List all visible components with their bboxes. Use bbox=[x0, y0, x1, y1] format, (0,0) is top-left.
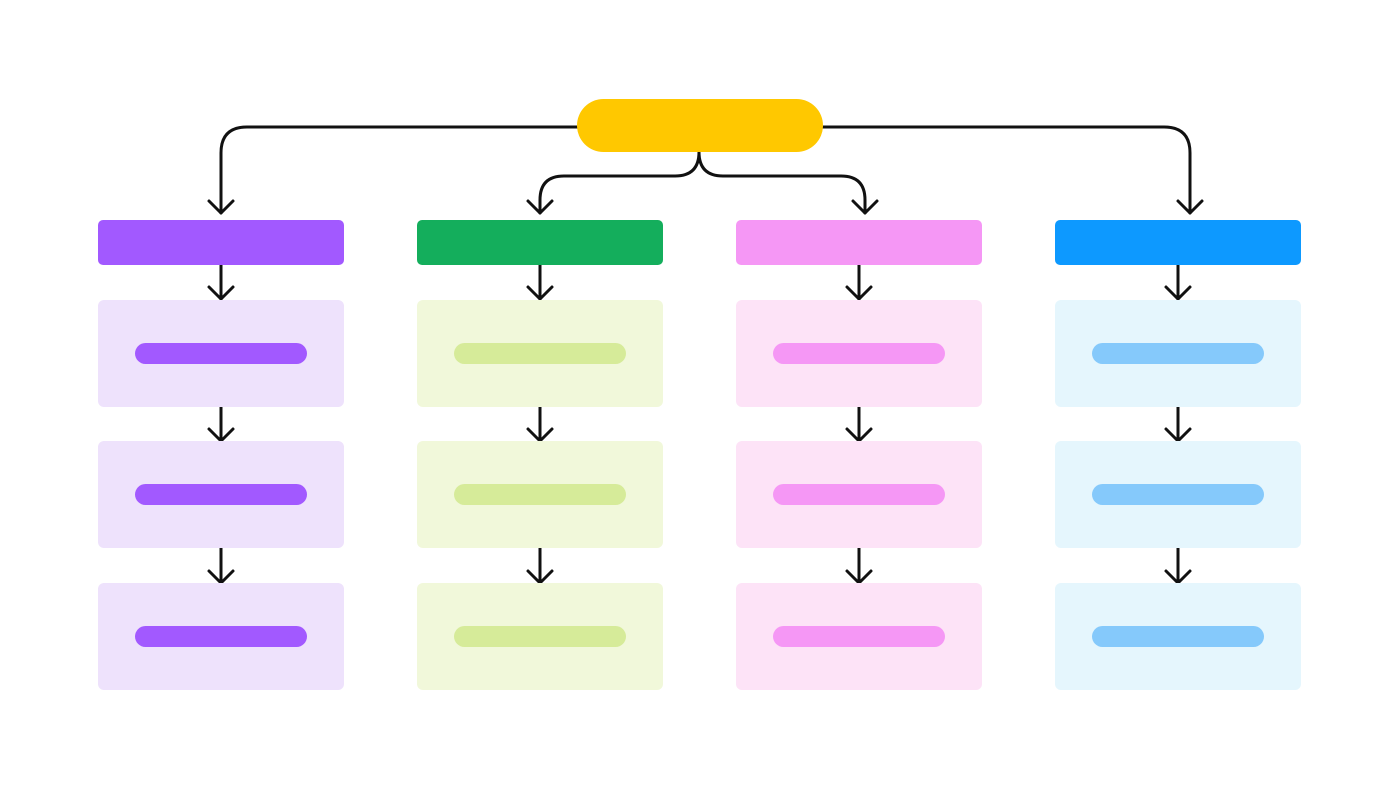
root-to-column-4-arrowhead bbox=[1176, 199, 1204, 215]
column-1-card-3[interactable] bbox=[98, 583, 344, 690]
column-4-card-3-placeholder-bar bbox=[1092, 626, 1264, 647]
column-2-arrowhead-3 bbox=[526, 569, 554, 585]
column-1-arrowhead-3 bbox=[207, 569, 235, 585]
column-2-card-2-placeholder-bar bbox=[454, 484, 626, 505]
column-4-header[interactable] bbox=[1055, 220, 1301, 265]
column-4-arrowhead-1 bbox=[1164, 285, 1192, 301]
column-2-header[interactable] bbox=[417, 220, 663, 265]
column-2-card-2[interactable] bbox=[417, 441, 663, 548]
column-1-card-2-placeholder-bar bbox=[135, 484, 307, 505]
column-1-card-2[interactable] bbox=[98, 441, 344, 548]
root-to-column-2-connector bbox=[538, 150, 701, 215]
column-4-card-1[interactable] bbox=[1055, 300, 1301, 407]
column-3-arrowhead-2 bbox=[845, 427, 873, 443]
column-4-card-3[interactable] bbox=[1055, 583, 1301, 690]
column-2-card-3-placeholder-bar bbox=[454, 626, 626, 647]
column-4-card-2-placeholder-bar bbox=[1092, 484, 1264, 505]
column-2-card-3[interactable] bbox=[417, 583, 663, 690]
column-1-arrowhead-2 bbox=[207, 427, 235, 443]
column-4-arrowhead-3 bbox=[1164, 569, 1192, 585]
column-3-card-3[interactable] bbox=[736, 583, 982, 690]
column-1-header[interactable] bbox=[98, 220, 344, 265]
column-2-card-1[interactable] bbox=[417, 300, 663, 407]
column-1-arrowhead-1 bbox=[207, 285, 235, 301]
column-4-arrowhead-2 bbox=[1164, 427, 1192, 443]
column-3-arrowhead-3 bbox=[845, 569, 873, 585]
column-1-card-3-placeholder-bar bbox=[135, 626, 307, 647]
column-4-card-2[interactable] bbox=[1055, 441, 1301, 548]
column-4-card-1-placeholder-bar bbox=[1092, 343, 1264, 364]
column-3-card-3-placeholder-bar bbox=[773, 626, 945, 647]
column-1-card-1-placeholder-bar bbox=[135, 343, 307, 364]
column-3-card-1[interactable] bbox=[736, 300, 982, 407]
column-3-arrowhead-1 bbox=[845, 285, 873, 301]
root-to-column-2-arrowhead bbox=[526, 199, 554, 215]
column-2-arrowhead-2 bbox=[526, 427, 554, 443]
column-3-card-2[interactable] bbox=[736, 441, 982, 548]
root-node[interactable] bbox=[577, 99, 823, 152]
root-to-column-4-connector bbox=[820, 125, 1192, 215]
root-to-column-3-connector bbox=[697, 150, 867, 215]
root-to-column-3-arrowhead bbox=[851, 199, 879, 215]
column-1-card-1[interactable] bbox=[98, 300, 344, 407]
column-2-card-1-placeholder-bar bbox=[454, 343, 626, 364]
column-2-arrowhead-1 bbox=[526, 285, 554, 301]
column-3-card-2-placeholder-bar bbox=[773, 484, 945, 505]
column-3-card-1-placeholder-bar bbox=[773, 343, 945, 364]
root-to-column-1-connector bbox=[219, 125, 580, 215]
root-to-column-1-arrowhead bbox=[207, 199, 235, 215]
column-3-header[interactable] bbox=[736, 220, 982, 265]
